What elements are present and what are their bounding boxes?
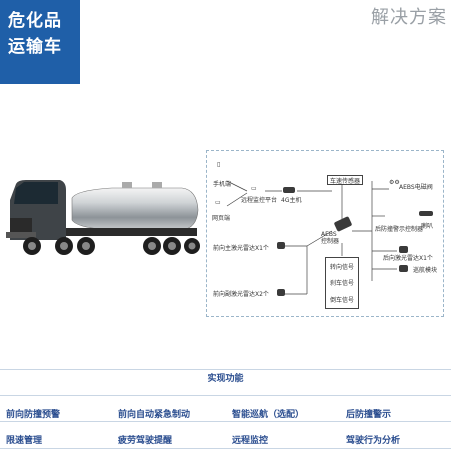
horn-label: 喇叭 (421, 223, 434, 230)
phone-label: 手机端 (213, 181, 232, 188)
badge-line-2: 运输车 (8, 37, 62, 57)
feature-cell: 限速管理 (6, 436, 43, 446)
features-divider-2 (0, 421, 451, 422)
feature-cell: 前向自动紧急制动 (118, 410, 191, 420)
monitor-icon: ▭ (251, 185, 257, 192)
front-radar-1-icon (277, 242, 285, 249)
aebs-valve-label: AEBS电磁阀 (399, 184, 433, 191)
front-radar-2-icon (277, 289, 285, 296)
patrol-module-icon (399, 265, 408, 272)
platform-label: 远程监控平台 (241, 197, 278, 204)
front-radar-1-label: 前向主激光雷达X1个 (213, 245, 269, 252)
feature-cell: 远程监控 (232, 436, 269, 446)
rear-radar-label: 后向激光雷达X1个 (383, 255, 433, 262)
feature-cell: 驾驶行为分析 (346, 436, 401, 446)
solution-label: 解决方案 (371, 7, 447, 28)
feature-cell: 智能巡航（选配） (232, 410, 305, 420)
aebs-controller-label-2: 控制器 (321, 238, 340, 245)
vehicle-signal-box: 转向信号 刹车信号 倒车信号 (325, 257, 359, 309)
tanker-truck-illustration (2, 170, 202, 274)
host-4g-device-icon (283, 187, 295, 193)
web-icon: ▭ (215, 199, 221, 206)
feature-cell: 前向防撞预警 (6, 410, 61, 420)
phone-icon: ▯ (217, 161, 221, 168)
speed-sensor-box: 车速传感器 (327, 175, 363, 185)
features-section: 实现功能 前向防撞预警 前向自动紧急制动 智能巡航（选配） 后防撞警示 限速管理… (0, 369, 451, 451)
rear-radar-icon (399, 246, 408, 253)
brake-signal-label: 刹车信号 (329, 280, 354, 288)
host-4g-label: 4G主机 (281, 197, 302, 204)
features-top-divider (0, 369, 451, 370)
system-diagram: ▯ 手机端 ▭ 网页端 ▭ 远程监控平台 4G主机 车速传感器 AEBS 控制器… (206, 150, 444, 317)
patrol-module-label: 巡航模块 (413, 267, 438, 274)
aebs-controller-label-1: AEBS (321, 231, 337, 238)
reverse-signal-label: 倒车信号 (329, 297, 354, 305)
horn-icon (419, 211, 433, 216)
title-badge: 危化品 运输车 (0, 0, 80, 84)
aebs-valve-icon: ⚙⚙ (389, 179, 400, 186)
features-divider-1 (0, 395, 451, 396)
front-radar-2-label: 前向副激光雷达X2个 (213, 291, 269, 298)
feature-cell: 疲劳驾驶提醒 (118, 436, 173, 446)
turn-signal-label: 转向信号 (329, 263, 354, 271)
rear-warn-ctrl-label: 后防撞警示控制器 (375, 226, 424, 233)
features-divider-3 (0, 448, 451, 449)
feature-cell: 后防撞警示 (346, 410, 392, 420)
badge-line-1: 危化品 (8, 11, 62, 31)
web-label: 网页端 (212, 215, 231, 222)
features-title: 实现功能 (207, 374, 244, 384)
